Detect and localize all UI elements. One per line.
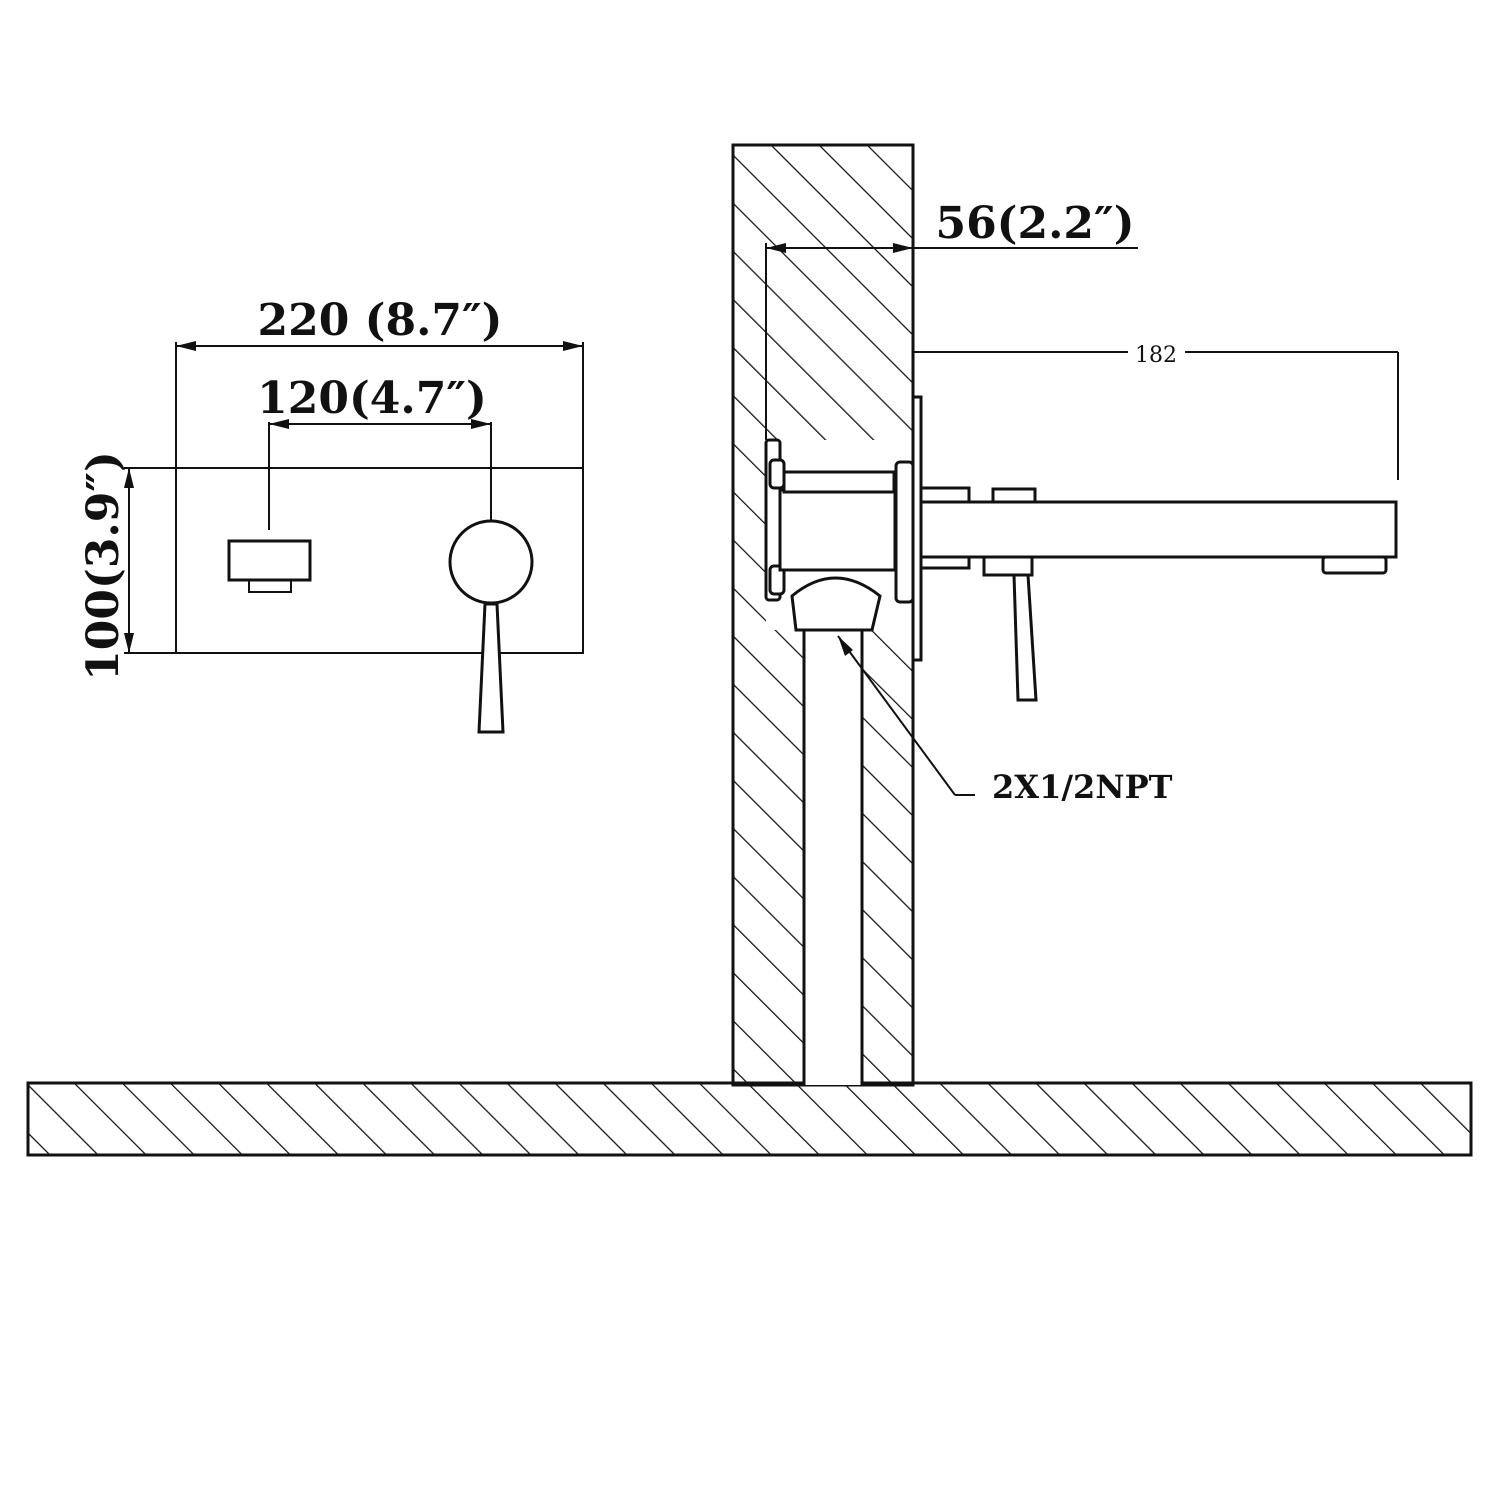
front-view: 220 (8.7″) 120(4.7″) 100(3.9″) — [78, 295, 584, 734]
inlet-fitting — [790, 576, 882, 632]
aerator-side — [1321, 555, 1388, 575]
dim-overall-width: 220 (8.7″) — [257, 295, 502, 346]
side-view: 56(2.2″) 182 2X1/2NPT — [764, 198, 1399, 806]
handle-knob — [448, 519, 534, 605]
spout-outlet — [227, 539, 312, 582]
handle-lever — [477, 602, 505, 734]
spout-side — [919, 500, 1398, 559]
floor-slab — [26, 1081, 1473, 1157]
lever-side — [1012, 573, 1038, 702]
dim-plate-height: 100(3.9″) — [78, 451, 129, 681]
spout-aerator — [248, 579, 292, 593]
dim-handle-spacing: 120(4.7″) — [257, 373, 487, 424]
mounting-plate — [175, 467, 584, 654]
dim-spout-reach: 182 — [1135, 343, 1177, 368]
valve-body — [778, 488, 897, 572]
dim-wall-depth: 56(2.2″) — [935, 198, 1134, 249]
callout-npt: 2X1/2NPT — [992, 768, 1173, 806]
